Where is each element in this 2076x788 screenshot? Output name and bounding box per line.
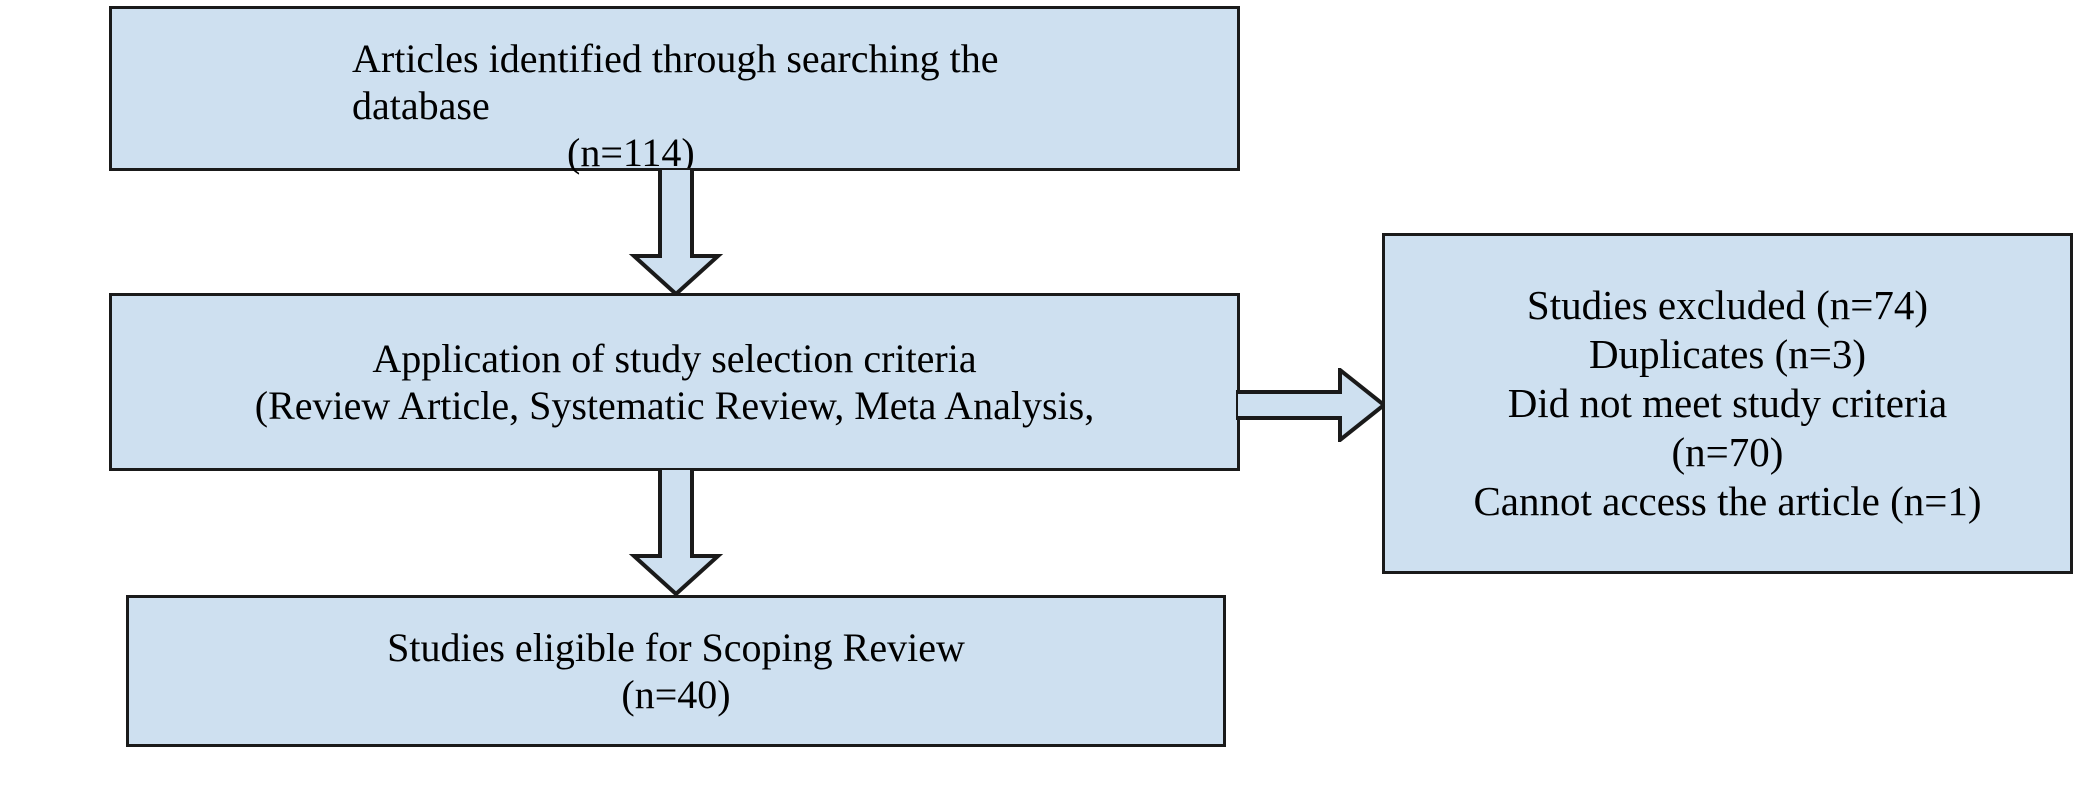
node-articles-identified[interactable]: Articles identified through searching th… bbox=[109, 6, 1240, 175]
node-criteria-line-1: Application of study selection criteria bbox=[372, 335, 977, 381]
node-excluded-line-4: (n=70) bbox=[1671, 429, 1784, 476]
node-excluded-line-5: Cannot access the article (n=1) bbox=[1473, 478, 1982, 525]
node-excluded-line-3: Did not meet study criteria bbox=[1507, 379, 1948, 426]
node-eligible-count: (n=40) bbox=[621, 672, 731, 717]
node-selection-criteria[interactable]: Application of study selection criteria … bbox=[109, 293, 1240, 471]
node-eligible-line-1: Studies eligible for Scoping Review bbox=[387, 624, 965, 670]
node-criteria-line-2: (Review Article, Systematic Review, Meta… bbox=[254, 383, 1095, 428]
arrow-down-icon bbox=[628, 468, 724, 596]
node-identified-line-1: Articles identified through searching th… bbox=[352, 36, 999, 81]
node-identified-line-2: database bbox=[352, 83, 490, 129]
node-studies-eligible[interactable]: Studies eligible for Scoping Review (n=4… bbox=[126, 595, 1226, 747]
arrow-down-icon bbox=[628, 168, 724, 296]
node-studies-excluded[interactable]: Studies excluded (n=74) Duplicates (n=3)… bbox=[1382, 233, 2073, 574]
arrow-right-icon bbox=[1236, 368, 1386, 442]
node-excluded-line-1: Studies excluded (n=74) bbox=[1526, 281, 1929, 328]
node-excluded-line-2: Duplicates (n=3) bbox=[1588, 330, 1866, 377]
